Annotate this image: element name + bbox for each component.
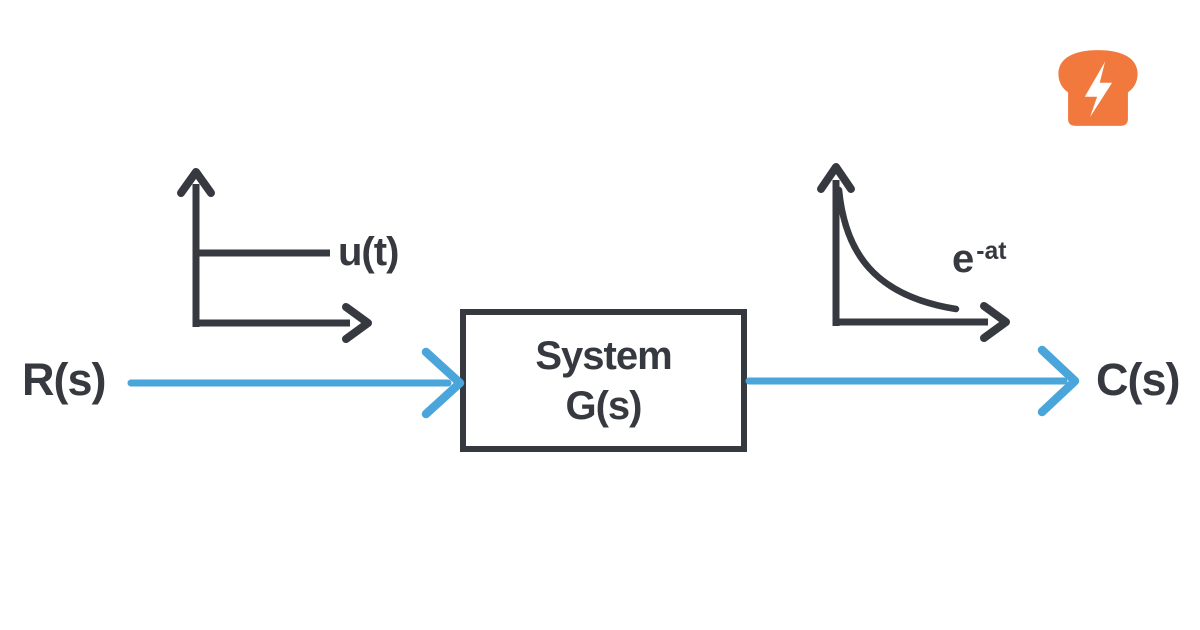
lightning-bolt-icon bbox=[1084, 61, 1113, 118]
system-block-box bbox=[460, 309, 747, 452]
system-block-label: System G(s) bbox=[463, 312, 744, 449]
exp-function-label: e-at bbox=[952, 236, 1007, 282]
step-graph-x-arrowhead-icon bbox=[342, 303, 372, 343]
exp-output-graph bbox=[817, 163, 1010, 342]
input-signal-label: R(s) bbox=[22, 354, 106, 405]
toast-lightning-icon bbox=[1058, 50, 1138, 126]
input-signal-arrow bbox=[127, 347, 465, 419]
system-block-label-line2: G(s) bbox=[565, 383, 643, 428]
exp-decay-curve bbox=[835, 186, 960, 313]
input-arrowhead-icon bbox=[421, 347, 465, 419]
system-block-label-line1: System bbox=[535, 333, 672, 378]
step-function-label: u(t) bbox=[338, 230, 399, 274]
step-input-graph bbox=[177, 168, 372, 343]
exp-graph-y-arrowhead-icon bbox=[817, 163, 855, 193]
output-arrowhead-icon bbox=[1037, 345, 1080, 417]
output-signal-arrow bbox=[745, 345, 1080, 417]
exp-function-exponent: -at bbox=[976, 238, 1007, 266]
output-signal-label: C(s) bbox=[1096, 354, 1180, 405]
exp-graph-x-arrowhead-icon bbox=[980, 302, 1010, 342]
exp-function-base: e bbox=[952, 237, 974, 281]
step-graph-y-arrowhead-icon bbox=[177, 168, 215, 197]
